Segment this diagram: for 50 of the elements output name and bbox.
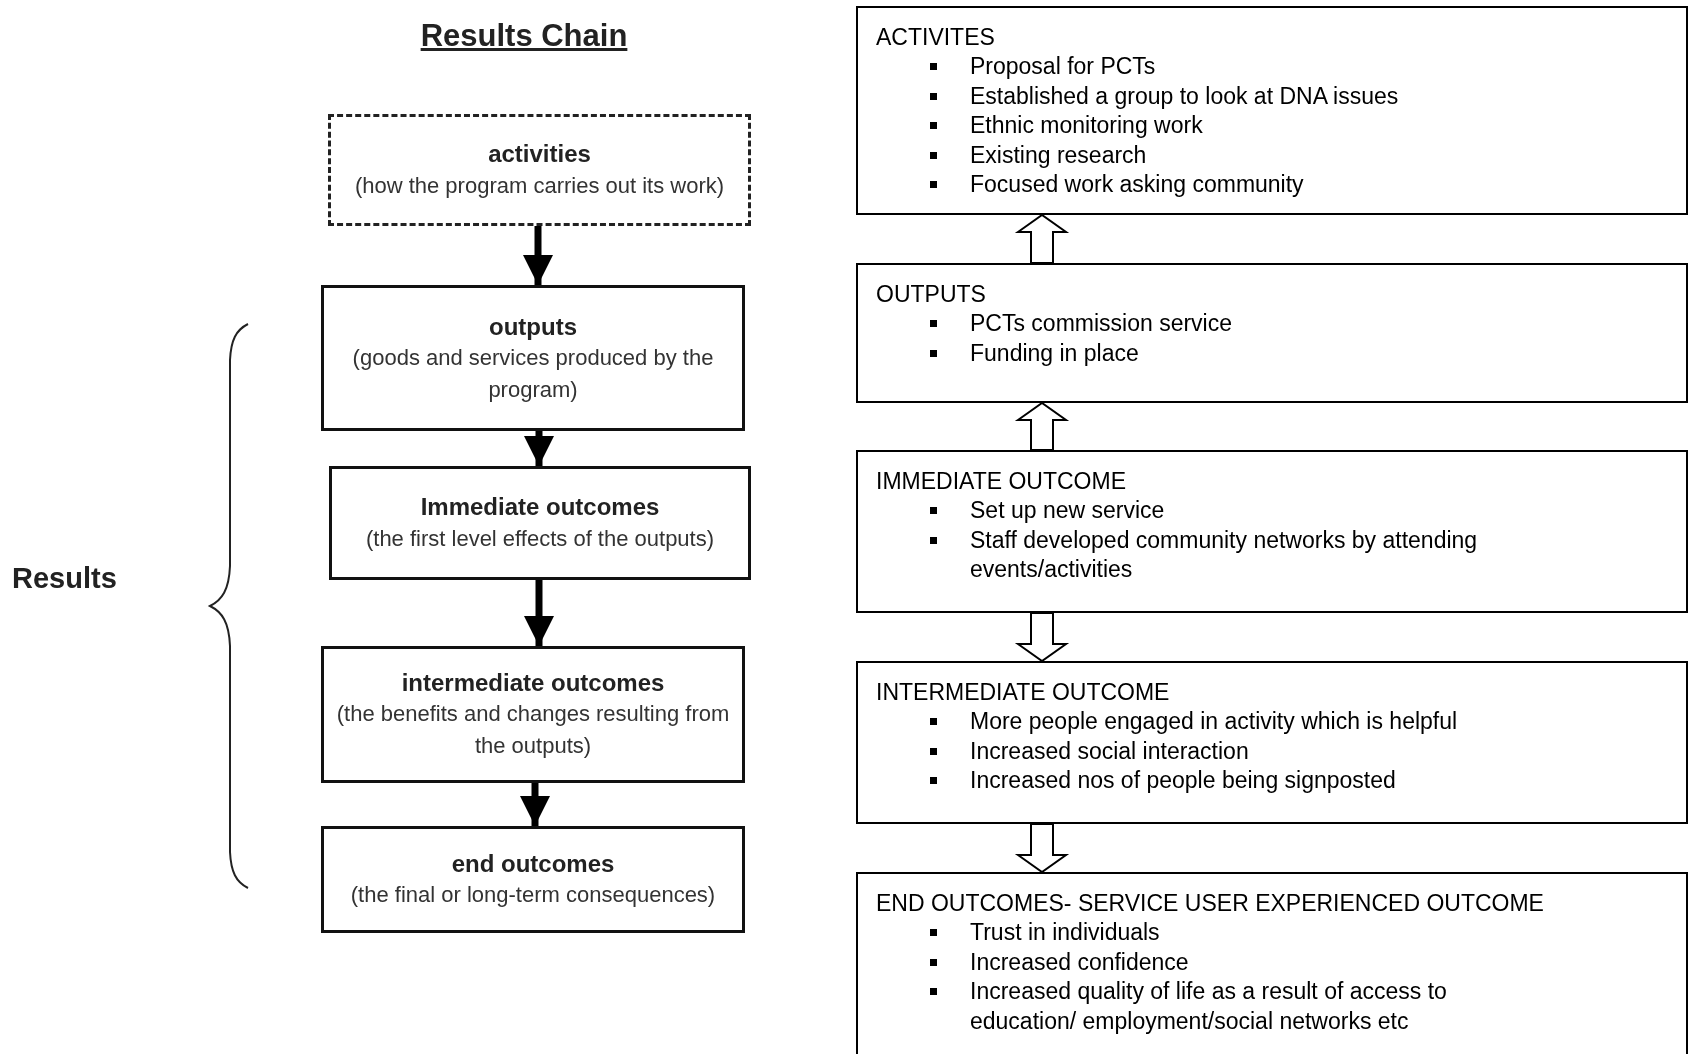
bullet-item: Focused work asking community (928, 170, 1548, 200)
group-label: Results (12, 562, 117, 595)
bullet-item: Funding in place (928, 338, 1548, 368)
box-heading: INTERMEDIATE OUTCOME (876, 678, 1171, 707)
box-description: (goods and services produced by the program) (351, 343, 715, 404)
hollow-arrow (1014, 401, 1070, 451)
diagram-title: Results Chain (419, 18, 629, 54)
arrow (524, 431, 554, 466)
bullet-item: Set up new service (928, 496, 1548, 526)
process-box (329, 466, 751, 580)
stage-box (856, 872, 1688, 1054)
arrow (520, 783, 550, 826)
bullet-item: Increased social interaction (928, 736, 1548, 766)
stage-box (856, 450, 1688, 613)
box-description: (the final or long-term consequences) (350, 881, 716, 910)
bullet-item: Proposal for PCTs (928, 52, 1548, 82)
box-heading: outputs (489, 311, 577, 342)
hollow-arrow (1014, 213, 1070, 264)
box-heading: ACTIVITES (876, 23, 996, 52)
box-heading: IMMEDIATE OUTCOME (876, 467, 1127, 496)
process-box (321, 826, 745, 933)
bullet-item: Staff developed community networks by attending events/activities (928, 525, 1548, 585)
box-heading: activities (488, 139, 591, 170)
bullet-item: Increased quality of life as a result of access to education/ employment/social networks etc (928, 977, 1548, 1036)
stage-box (856, 263, 1688, 403)
bullet-item: Existing research (928, 140, 1548, 170)
process-box (321, 646, 745, 783)
bullet-item: Increased confidence (928, 947, 1548, 977)
stage-box (856, 6, 1688, 215)
box-heading: intermediate outcomes (401, 668, 665, 698)
arrow (524, 580, 554, 646)
arrow (523, 226, 553, 285)
box-heading: Immediate outcomes (420, 492, 660, 523)
bullet-item: More people engaged in activity which is helpful (928, 707, 1548, 737)
bullet-item: Increased nos of people being signposted (928, 766, 1548, 796)
box-description: (how the program carries out its work) (354, 171, 725, 200)
bullet-item: Ethnic monitoring work (928, 111, 1548, 141)
bullet-item: Trust in individuals (928, 918, 1548, 948)
box-heading: end outcomes (451, 848, 615, 879)
bullet-item: PCTs commission service (928, 309, 1548, 339)
box-heading: END OUTCOMES- SERVICE USER EXPERIENCED OUTCOME (876, 889, 1545, 918)
process-box (328, 114, 751, 226)
hollow-arrow (1014, 612, 1070, 663)
hollow-arrow (1014, 823, 1070, 874)
box-description: (the benefits and changes resulting from the outputs) (335, 700, 731, 761)
stage-box (856, 661, 1688, 824)
bullet-item: Established a group to look at DNA issues (928, 81, 1548, 111)
box-heading: OUTPUTS (876, 280, 987, 309)
box-description: (the first level effects of the outputs) (365, 524, 715, 553)
process-box (321, 285, 745, 431)
